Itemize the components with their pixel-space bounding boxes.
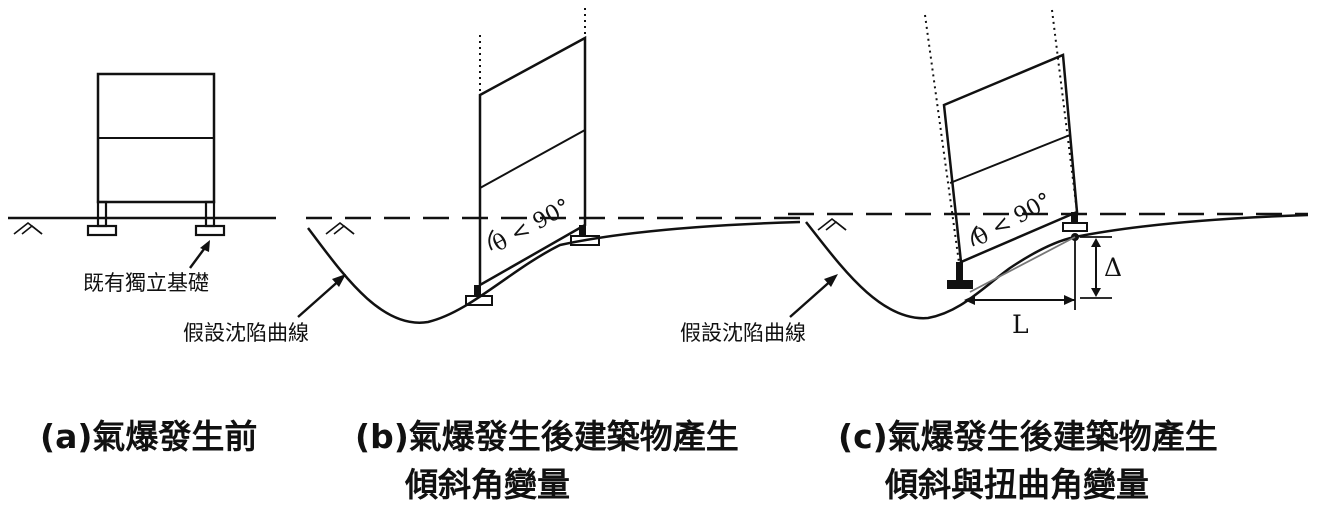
panel-b: θ < 90° 假設沈陷曲線 (b)氣爆發生後建築物產生 傾斜角變量 (183, 8, 801, 504)
curve-label: 假設沈陷曲線 (680, 321, 806, 345)
caption-a: (a)氣爆發生前 (40, 417, 257, 456)
angle-arc (488, 229, 494, 251)
settlement-curve (805, 213, 1309, 320)
footing-right (570, 225, 600, 246)
curve-label: 假設沈陷曲線 (183, 321, 309, 345)
floor-line (479, 129, 586, 189)
footing-right (1062, 212, 1088, 232)
delta-label: Δ (1104, 253, 1122, 282)
footing-left (86, 200, 118, 237)
ground-hatch-symbol (13, 221, 43, 235)
caption-c-line2: 傾斜與扭曲角變量 (884, 465, 1149, 504)
caption-b-line1: (b)氣爆發生後建築物產生 (355, 417, 739, 456)
foundation-label: 既有獨立基礎 (83, 271, 209, 295)
angle-label: θ < 90° (489, 194, 575, 257)
settlement-curve (307, 220, 801, 324)
angle-arc (971, 225, 978, 247)
chord-line (969, 236, 1076, 293)
caption-b-line2: 傾斜角變量 (404, 465, 570, 504)
ground-hatch-symbol (325, 221, 355, 235)
footing-left (465, 285, 493, 306)
panel-a: 既有獨立基礎 (a)氣爆發生前 (8, 72, 276, 456)
ground-hatch-symbol (817, 217, 847, 231)
angle-label: θ < 90° (970, 188, 1056, 251)
caption-c-line1: (c)氣爆發生後建築物產生 (838, 417, 1218, 456)
footing-arrow (189, 240, 210, 269)
delta-dimension (1080, 236, 1112, 299)
length-label: L (1012, 310, 1029, 339)
curve-arrow (297, 274, 346, 318)
floor-line (949, 134, 1071, 184)
vertical-reference-left (924, 14, 961, 271)
footing-left (947, 262, 973, 289)
length-dimension (964, 240, 1076, 310)
footing-right (194, 200, 226, 237)
curve-arrow (789, 274, 838, 318)
panel-c: θ < 90° Δ L 假設沈陷曲線 (c)氣爆發生後建築物產生 傾斜與扭曲角變… (680, 9, 1309, 504)
